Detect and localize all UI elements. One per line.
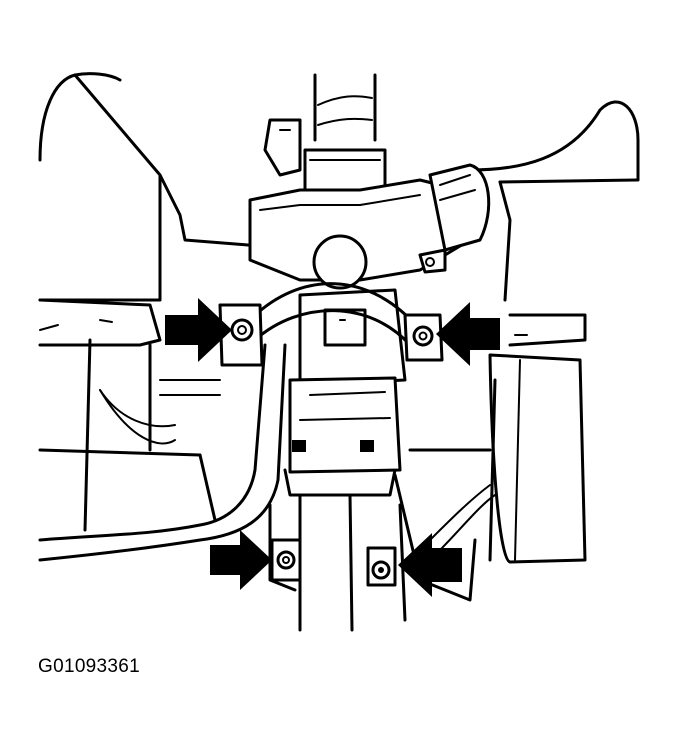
- steering-shaft: [303, 73, 387, 192]
- lower-left-bolt: [270, 538, 302, 582]
- upper-right-bolt: [403, 313, 444, 362]
- arrow-upper-right: [436, 302, 500, 366]
- wire-harness: [38, 282, 496, 562]
- arrow-lower-right: [398, 533, 462, 597]
- lower-right-bolt: [366, 546, 397, 587]
- arrow-lower-left: [210, 530, 272, 590]
- right-dash-panel: [393, 100, 640, 602]
- arrow-upper-left: [165, 298, 232, 362]
- ignition-switch-assembly: [248, 118, 491, 474]
- figure-code-label: G01093361: [38, 656, 141, 677]
- upper-left-bolt: [218, 303, 264, 367]
- left-dash-panel: [38, 72, 250, 532]
- steering-column-mounting-diagram: [38, 72, 640, 632]
